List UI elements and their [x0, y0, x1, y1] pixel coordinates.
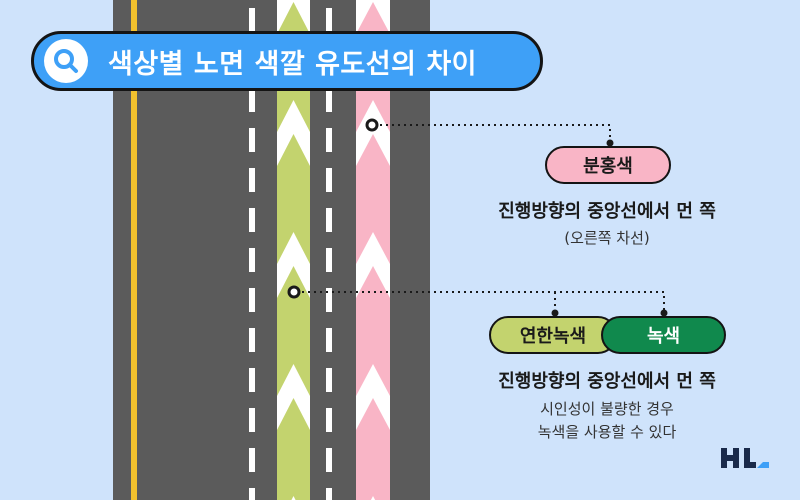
green-subnote-1: 시인성이 불량한 경우	[540, 400, 674, 418]
lane-dash-left	[249, 0, 255, 500]
center-line	[131, 0, 137, 500]
page-title: 색상별 노면 색깔 유도선의 차이	[108, 48, 478, 80]
pink-marker-dot	[365, 118, 379, 132]
green-description: 진행방향의 중앙선에서 먼 쪽	[498, 371, 716, 392]
lane-dash-middle	[326, 0, 332, 500]
green-marker-dot	[287, 285, 301, 299]
search-icon	[44, 39, 88, 83]
hl-logo	[721, 446, 769, 470]
pink-description: 진행방향의 중앙선에서 먼 쪽	[498, 201, 716, 222]
light-green-label: 연한녹색	[489, 316, 617, 354]
title-bar: 색상별 노면 색깔 유도선의 차이	[31, 31, 543, 91]
pink-subnote: (오른쪽 차선)	[564, 229, 650, 247]
green-label: 녹색	[601, 316, 726, 354]
pink-label: 분홍색	[545, 146, 671, 184]
pink-leader-line	[380, 124, 611, 143]
green-subnote-2: 녹색을 사용할 수 있다	[537, 423, 677, 441]
green-leader-line	[302, 291, 665, 313]
